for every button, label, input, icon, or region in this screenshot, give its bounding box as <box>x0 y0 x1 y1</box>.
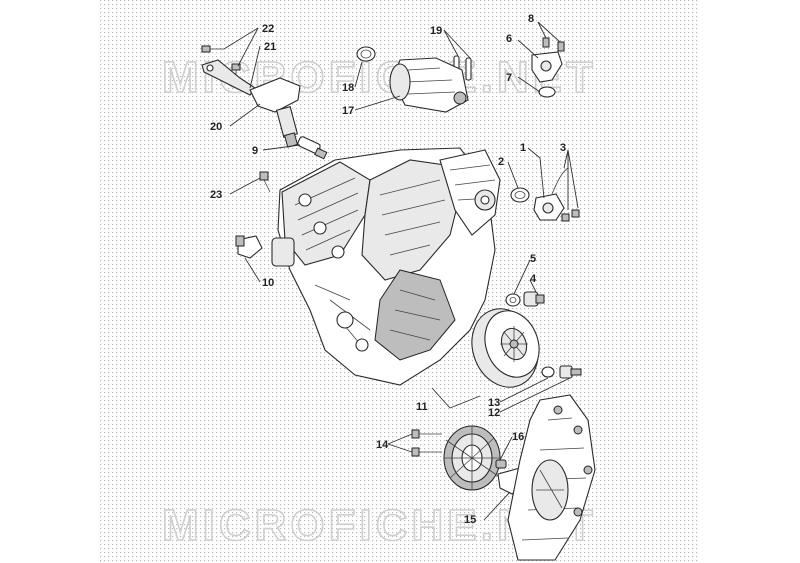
callout-3: 3 <box>560 142 566 154</box>
part-19-pins <box>453 55 472 81</box>
callout-11: 11 <box>416 401 428 413</box>
part-13-washer <box>541 366 555 378</box>
callout-6: 6 <box>506 33 512 45</box>
part-18-o-ring <box>356 46 376 62</box>
part-22-bolts <box>201 45 241 80</box>
callout-18: 18 <box>342 82 354 94</box>
part-21-bracket <box>201 59 256 96</box>
callout-1: 1 <box>520 142 526 154</box>
part-2-o-ring <box>510 187 530 203</box>
part-17-starter-motor <box>389 57 469 113</box>
exploded-parts-diagram: MICROFICHE.NET MICROFICHE.NET <box>100 0 700 563</box>
part-12-bolt <box>559 365 582 379</box>
part-7-o-ring <box>538 86 556 98</box>
engine-block <box>271 147 501 386</box>
callout-12: 12 <box>488 407 500 419</box>
part-23-bolt <box>259 171 271 193</box>
part-1-sensor <box>533 167 569 221</box>
part-16-grommet <box>495 459 507 469</box>
leader-lines <box>223 21 579 521</box>
callout-labels: 22 21 20 19 18 17 8 6 7 9 23 10 2 1 3 5 … <box>210 13 566 526</box>
callout-15: 15 <box>464 514 476 526</box>
callout-2: 2 <box>498 156 504 168</box>
callout-9: 9 <box>252 145 258 157</box>
part-5-washer <box>505 293 521 307</box>
callout-19: 19 <box>430 25 442 37</box>
part-9-sensor <box>297 136 328 160</box>
callout-7: 7 <box>506 72 512 84</box>
part-6-sensor <box>531 51 563 83</box>
part-3-screws <box>561 209 580 222</box>
part-4-plug <box>523 291 545 307</box>
part-14-bolts <box>411 429 442 457</box>
callout-20: 20 <box>210 121 222 133</box>
part-11-rotor <box>471 308 540 388</box>
part-10-sensor <box>235 235 263 259</box>
callout-17: 17 <box>342 105 354 117</box>
callout-4: 4 <box>530 273 537 285</box>
callout-13: 13 <box>488 397 500 409</box>
callout-10: 10 <box>262 277 274 289</box>
diagram-canvas: MICROFICHE.NET MICROFICHE.NET <box>100 0 700 563</box>
callout-14: 14 <box>376 439 389 451</box>
stator-coil <box>443 425 501 491</box>
callout-22: 22 <box>262 23 274 35</box>
callout-8: 8 <box>528 13 534 25</box>
generator-cover <box>507 394 596 561</box>
callout-21: 21 <box>264 41 276 53</box>
callout-16: 16 <box>512 431 524 443</box>
callout-5: 5 <box>530 253 536 265</box>
callout-23: 23 <box>210 189 222 201</box>
